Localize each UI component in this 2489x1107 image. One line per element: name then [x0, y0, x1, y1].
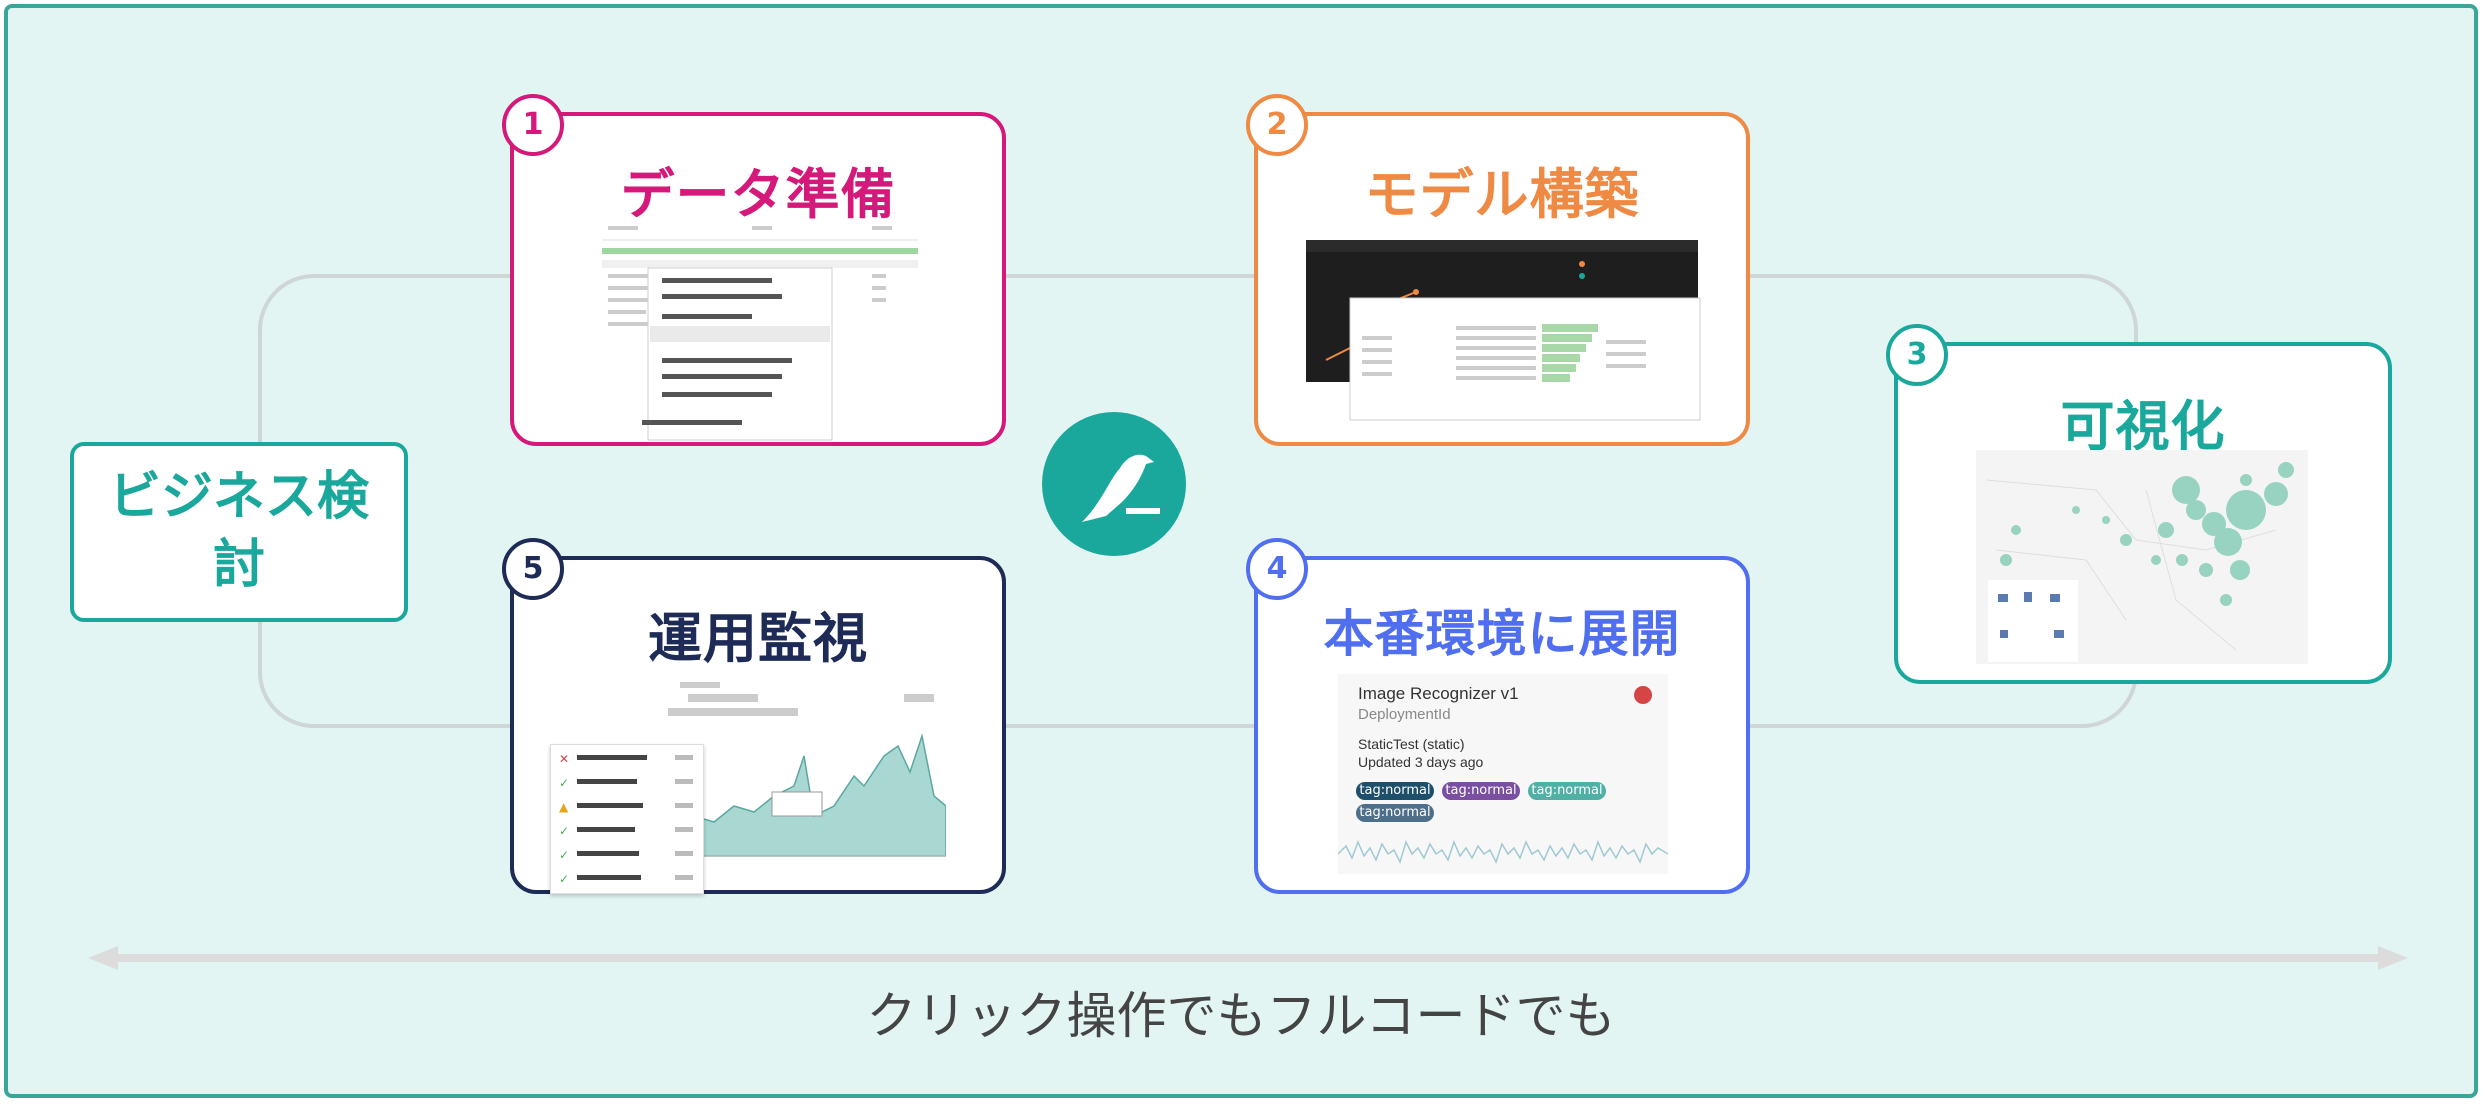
step-card-monitoring: 5 運用監視 ✕ ✓ ▲ ✓ ✓ ✓ — [502, 538, 1006, 894]
tag-badge: tag:normal — [1442, 782, 1520, 800]
business-label: ビジネス検討 — [108, 467, 369, 595]
step-title-deploy: 本番環境に展開 — [1323, 605, 1681, 663]
svg-text:✓: ✓ — [559, 872, 569, 886]
bottom-caption: クリック操作でもフルコードでも — [866, 987, 1616, 1045]
step-badge-2: 2 — [1246, 94, 1308, 156]
data-prep-screenshot — [602, 220, 918, 442]
step-card-model-build: 2 モデル構築 — [1246, 94, 1750, 446]
svg-text:✓: ✓ — [559, 824, 569, 838]
svg-text:✓: ✓ — [559, 776, 569, 790]
diagram-frame: ビジネス検討 1 データ準備 — [4, 4, 2478, 1098]
step-card-visualization: 3 可視化 — [1886, 324, 2392, 684]
deployment-id-label: DeploymentId — [1358, 706, 1451, 723]
status-dot — [1634, 686, 1652, 704]
business-consideration-box: ビジネス検討 — [70, 442, 408, 622]
svg-text:▲: ▲ — [559, 800, 569, 814]
visualization-map-screenshot — [1976, 450, 2308, 664]
deployment-env: StaticTest (static) — [1358, 736, 1465, 752]
tag-badge: tag:normal — [1356, 804, 1434, 822]
step-badge-4: 4 — [1246, 538, 1308, 600]
tag-badge: tag:normal — [1356, 782, 1434, 800]
deployment-screenshot: Image Recognizer v1 DeploymentId StaticT… — [1338, 674, 1668, 874]
activity-sparkline — [1338, 839, 1668, 865]
deployment-updated: Updated 3 days ago — [1358, 754, 1484, 770]
double-arrow-icon — [88, 946, 2408, 970]
step-title-monitoring: 運用監視 — [648, 607, 868, 670]
step-card-deploy: 4 本番環境に展開 Image Recognizer v1 Deployment… — [1246, 538, 1750, 894]
step-badge-5: 5 — [502, 538, 564, 600]
svg-text:✓: ✓ — [559, 848, 569, 862]
step-badge-1: 1 — [502, 94, 564, 156]
tag-badge: tag:normal — [1528, 782, 1606, 800]
model-build-screenshot — [1306, 240, 1702, 422]
deployment-name: Image Recognizer v1 — [1358, 684, 1519, 703]
step-title-data-prep: データ準備 — [620, 163, 896, 226]
svg-text:✕: ✕ — [559, 752, 569, 766]
bird-logo-icon — [1042, 412, 1186, 556]
step-badge-3: 3 — [1886, 324, 1948, 386]
monitoring-job-list: ✕ ✓ ▲ ✓ ✓ ✓ — [550, 744, 704, 894]
step-card-data-prep: 1 データ準備 — [502, 94, 1006, 446]
step-title-model-build: モデル構築 — [1364, 163, 1640, 226]
step-title-visualization: 可視化 — [2060, 395, 2226, 458]
